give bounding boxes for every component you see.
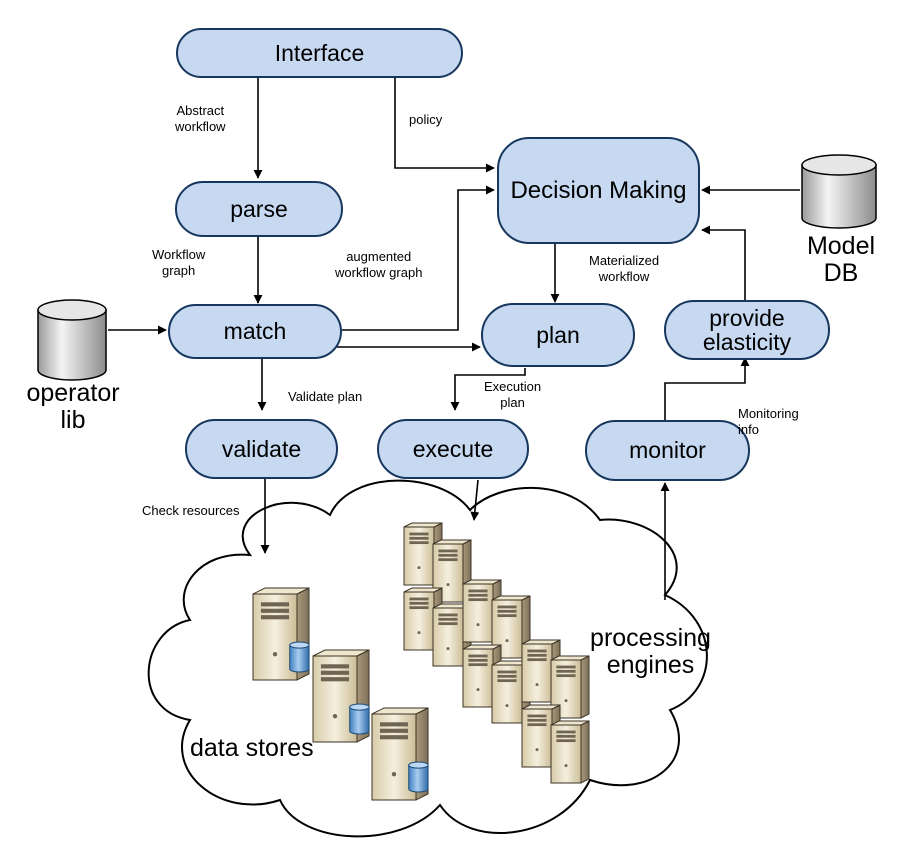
arrow-interface-to-decision xyxy=(394,76,495,173)
label-materialized-workflow: Materialized workflow xyxy=(589,253,660,285)
label-policy: policy xyxy=(409,112,443,127)
plan-node[interactable]: plan xyxy=(481,303,635,367)
storage-disk-icon xyxy=(349,703,370,735)
decision-making-node[interactable]: Decision Making xyxy=(497,137,700,244)
label-monitoring-info: Monitoring info xyxy=(738,406,799,438)
match-node[interactable]: match xyxy=(168,304,342,359)
provide-elasticity-node[interactable]: provide elasticity xyxy=(664,300,830,360)
data-stores-label: data stores xyxy=(190,734,314,762)
operator-lib-label: operator lib xyxy=(26,379,120,434)
model-db-database-icon xyxy=(801,154,877,229)
arrow-execute-to-cloud xyxy=(470,479,480,521)
server-tower-icon xyxy=(550,655,590,719)
label-execution-plan: Execution plan xyxy=(484,379,542,411)
label-check-resources: Check resources xyxy=(142,503,240,518)
validate-node[interactable]: validate xyxy=(185,419,338,479)
parse-node[interactable]: parse xyxy=(175,181,343,237)
server-tower-icon xyxy=(550,720,590,784)
label-augmented-workflow-graph: augmented workflow graph xyxy=(335,249,423,281)
label-validate-plan: Validate plan xyxy=(288,389,363,404)
storage-disk-icon xyxy=(408,761,429,793)
arrow-elasticity-to-decision xyxy=(701,225,746,305)
execute-node[interactable]: execute xyxy=(377,419,529,479)
model-db-label: Model DB xyxy=(806,232,876,287)
server-tower-icon xyxy=(462,644,502,708)
arrow-monitor-to-elasticity xyxy=(664,357,750,420)
arrow-plan-to-execute xyxy=(450,368,526,411)
operator-lib-database-icon xyxy=(37,299,107,381)
interface-node[interactable]: Interface xyxy=(176,28,463,78)
label-abstract-workflow: Abstract workflow xyxy=(175,103,226,135)
monitor-node[interactable]: monitor xyxy=(585,420,750,481)
processing-engines-label: processing engines xyxy=(590,624,711,679)
arrow-match-to-decision xyxy=(342,185,495,331)
storage-disk-icon xyxy=(289,641,310,673)
label-workflow-graph: Workflow graph xyxy=(152,247,206,279)
